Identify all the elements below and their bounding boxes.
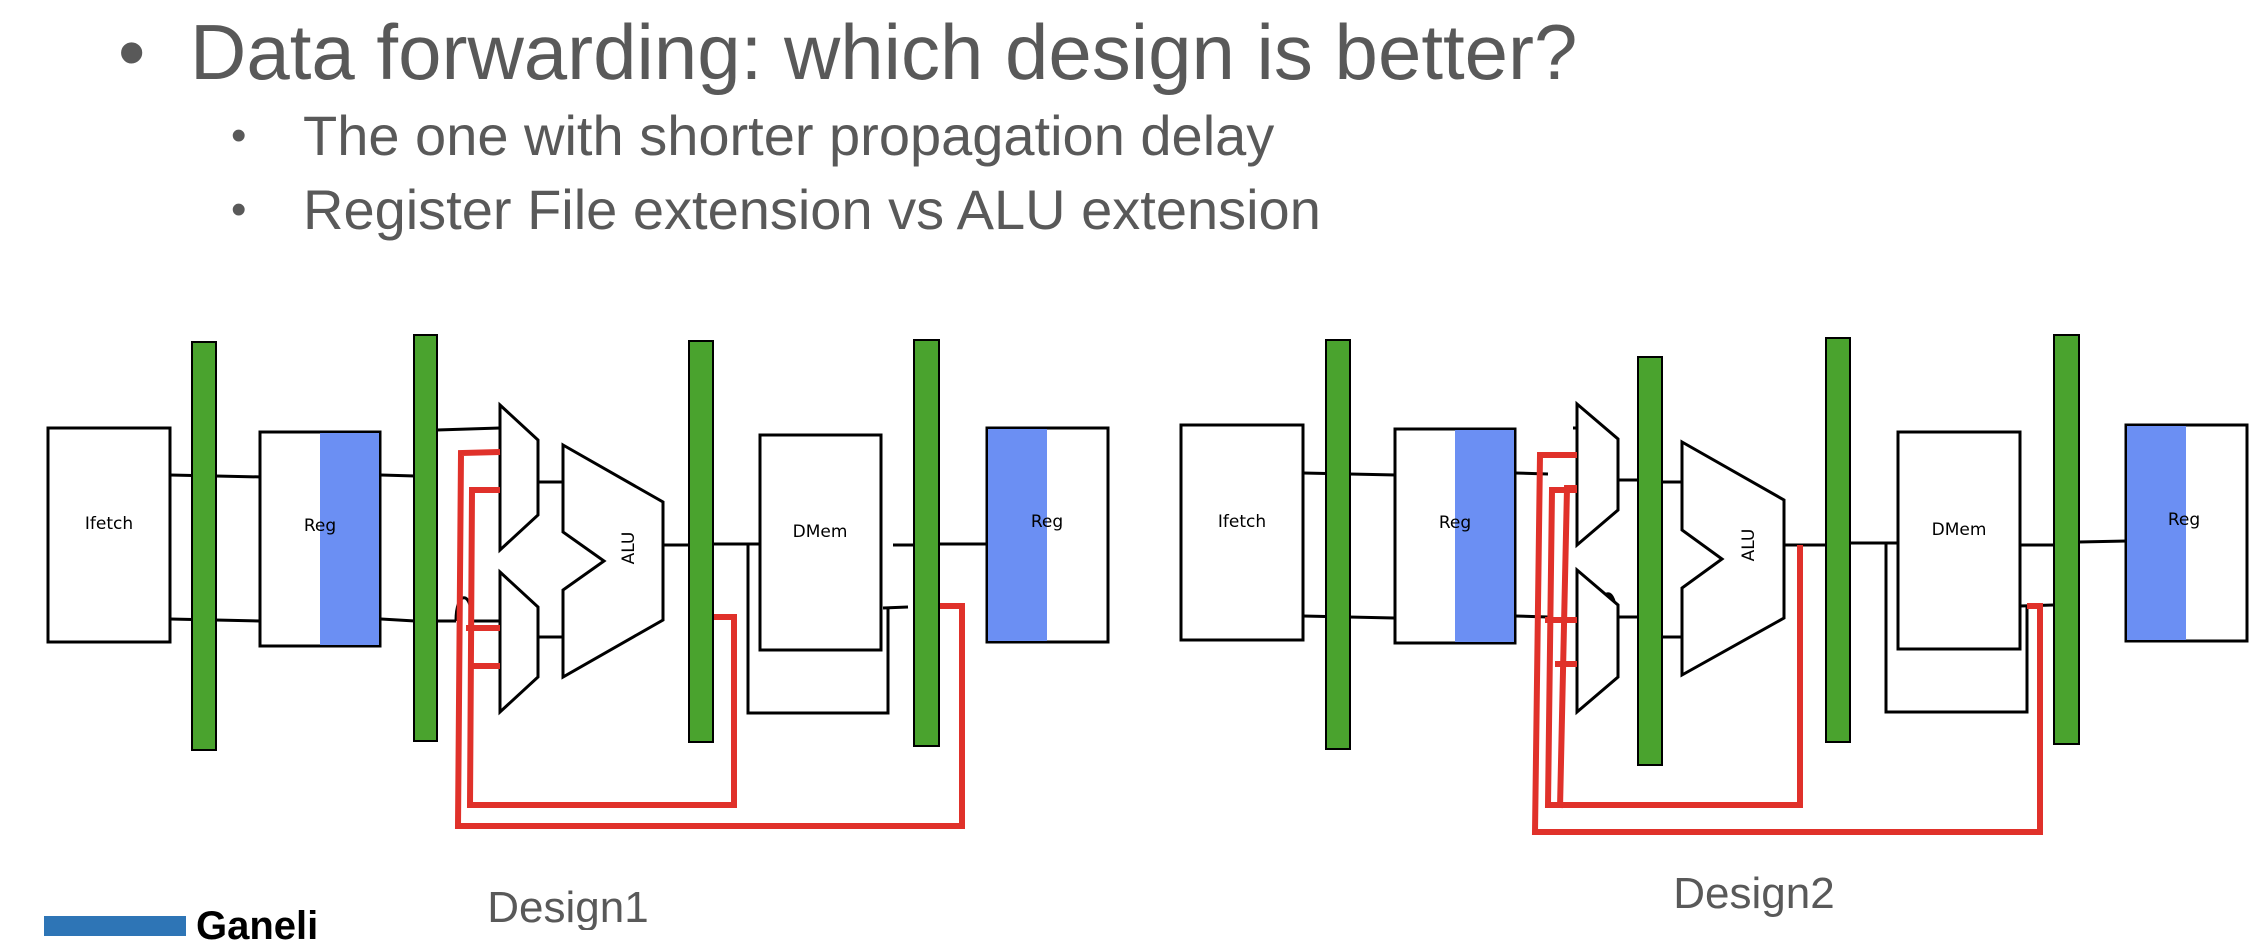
design1-ifetch-label: Ifetch bbox=[85, 514, 133, 534]
design2-reg-wb-label: Reg bbox=[2168, 510, 2200, 530]
design2-pipeline-reg-mem-wb bbox=[2053, 334, 2080, 745]
design1-reg-wb-shading bbox=[988, 429, 1047, 641]
design1-wires bbox=[169, 426, 987, 715]
design1-alu bbox=[561, 442, 665, 680]
design2-dmem-block bbox=[1896, 430, 2022, 651]
design1-reg-shading bbox=[320, 433, 379, 645]
design1-reg-wb-label: Reg bbox=[1031, 512, 1063, 532]
design2-reg-wb-shading bbox=[2127, 426, 2186, 640]
design2-alu bbox=[1680, 439, 1786, 678]
design2-ifetch-label: Ifetch bbox=[1218, 512, 1266, 532]
design1-reg-label: Reg bbox=[304, 516, 336, 536]
design1-ifetch-block bbox=[46, 426, 172, 644]
design1-pipeline-reg-id-ex bbox=[413, 334, 438, 742]
design1-pipeline-reg-ex-mem bbox=[688, 340, 714, 743]
design2-pipeline-reg-id-ex bbox=[1637, 356, 1663, 766]
design2-dmem-label: DMem bbox=[1932, 520, 1987, 540]
design2-reg-shading bbox=[1455, 430, 1514, 642]
design2-mux-top bbox=[1575, 400, 1620, 549]
design1-pipeline-reg-if-id bbox=[191, 341, 217, 751]
design2-ifetch-block bbox=[1179, 423, 1305, 642]
design1-dmem-label: DMem bbox=[793, 522, 848, 542]
design2-pipeline-reg-ex-mem bbox=[1825, 337, 1851, 743]
design1-mux-top bbox=[498, 401, 540, 554]
footer-logo bbox=[44, 916, 186, 936]
design1-pipeline-reg-mem-wb bbox=[913, 339, 940, 747]
bullet-main: Data forwarding: which design is better? bbox=[118, 6, 1577, 100]
bullet-sub-2: Register File extension vs ALU extension bbox=[231, 176, 1321, 244]
design2-alu-label: ALU bbox=[1739, 529, 1759, 562]
design1-mux-bottom bbox=[498, 568, 540, 716]
design1-diagram: Ifetch Reg DMem Reg ALU bbox=[46, 334, 1110, 829]
design1-forwarding-paths bbox=[454, 449, 965, 829]
footer-logo-text: Ganeli bbox=[196, 904, 319, 948]
design2-caption: Design2 bbox=[1673, 869, 1834, 918]
design1-alu-label: ALU bbox=[619, 532, 639, 565]
design2-forwarding-paths bbox=[1531, 452, 2043, 835]
design1-dmem-block bbox=[758, 433, 883, 652]
design2-mux-bottom bbox=[1575, 566, 1620, 716]
design2-diagram: Ifetch Reg DMem Reg ALU bbox=[1179, 334, 2249, 835]
design2-pipeline-reg-if-id bbox=[1325, 339, 1351, 750]
bullet-sub-1: The one with shorter propagation delay bbox=[231, 102, 1274, 170]
design2-reg-label: Reg bbox=[1439, 513, 1471, 533]
design1-caption: Design1 bbox=[487, 883, 648, 930]
